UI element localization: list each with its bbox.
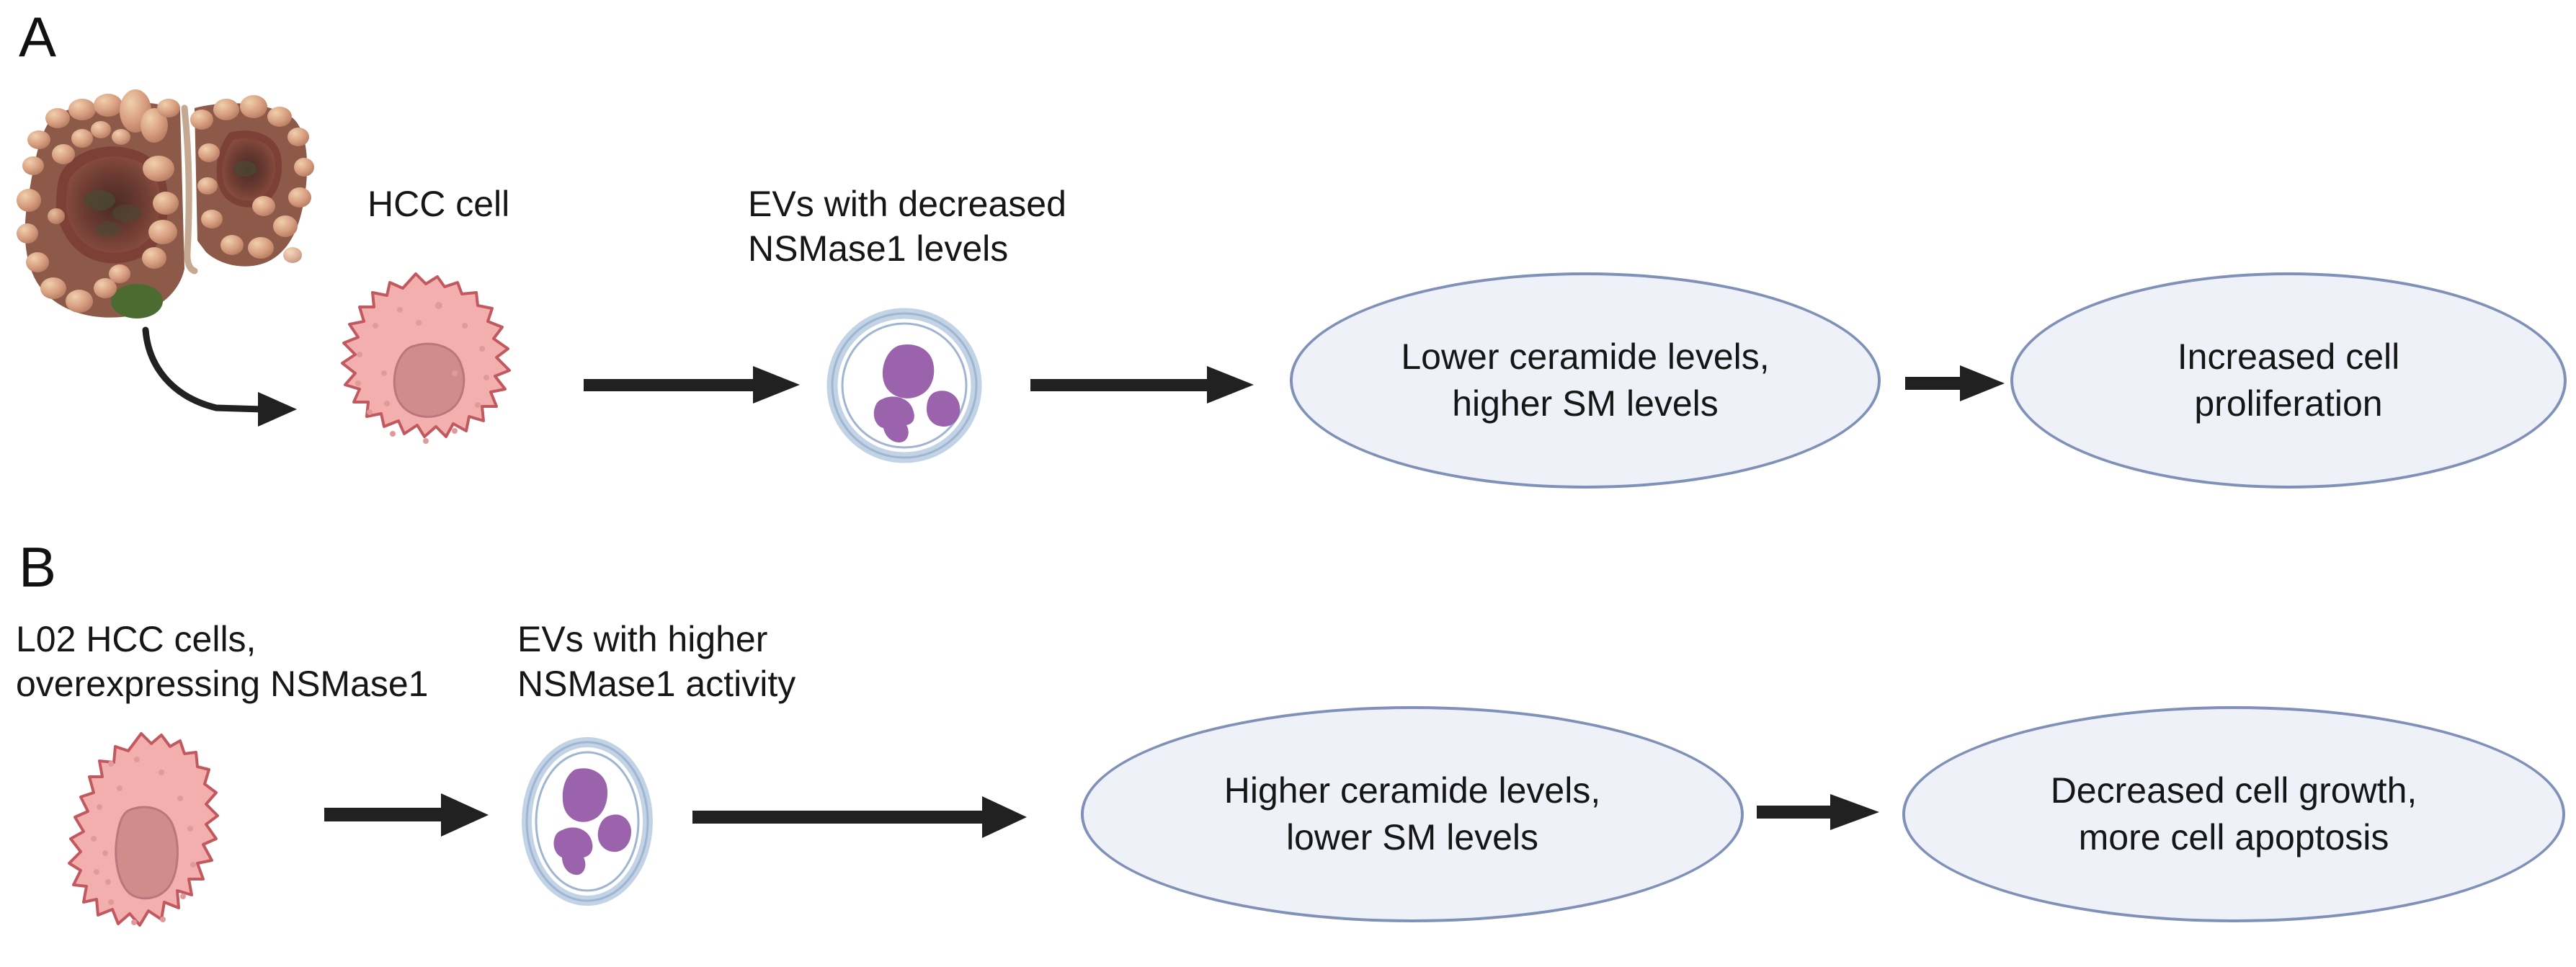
- ev-vesicle-illustration-a: [826, 308, 982, 463]
- higher-ceramide-node-text: Higher ceramide levels, lower SM levels: [1224, 770, 1601, 857]
- liver-illustration: [13, 85, 316, 330]
- increased-proliferation-node-text: Increased cell proliferation: [2177, 337, 2400, 424]
- ev-vesicle-illustration-b: [519, 735, 656, 908]
- panel-b-letter: B: [19, 535, 57, 599]
- ev-higher-label: EVs with higher NSMase1 activity: [517, 619, 796, 704]
- cell-to-ev-arrow-b: [317, 782, 497, 854]
- ceramide-to-proliferation-arrow: [1902, 357, 2010, 422]
- decreased-growth-node[interactable]: Decreased cell growth, more cell apoptos…: [1902, 706, 2565, 922]
- l02-cell-illustration: [49, 729, 265, 967]
- hcc-cell-label: HCC cell: [367, 184, 510, 224]
- higher-ceramide-node[interactable]: Higher ceramide levels, lower SM levels: [1081, 706, 1744, 922]
- cell-to-ev-arrow-a: [569, 353, 807, 425]
- increased-proliferation-node[interactable]: Increased cell proliferation: [2010, 272, 2567, 489]
- decreased-growth-node-text: Decreased cell growth, more cell apoptos…: [2050, 770, 2417, 857]
- lower-ceramide-node[interactable]: Lower ceramide levels, higher SM levels: [1290, 272, 1881, 489]
- ev-to-ceramide-arrow-b: [688, 782, 1048, 854]
- ev-to-ceramide-arrow-a: [1023, 353, 1261, 425]
- hcc-cell-illustration: [306, 268, 530, 484]
- l02-cells-label: L02 HCC cells, overexpressing NSMase1: [16, 619, 429, 704]
- ev-decreased-label: EVs with decreased NSMase1 levels: [748, 184, 1066, 269]
- liver-to-cell-arrow: [108, 317, 324, 450]
- lower-ceramide-node-text: Lower ceramide levels, higher SM levels: [1401, 337, 1770, 424]
- ceramide-to-apoptosis-arrow: [1751, 784, 1888, 849]
- panel-a-letter: A: [19, 5, 57, 68]
